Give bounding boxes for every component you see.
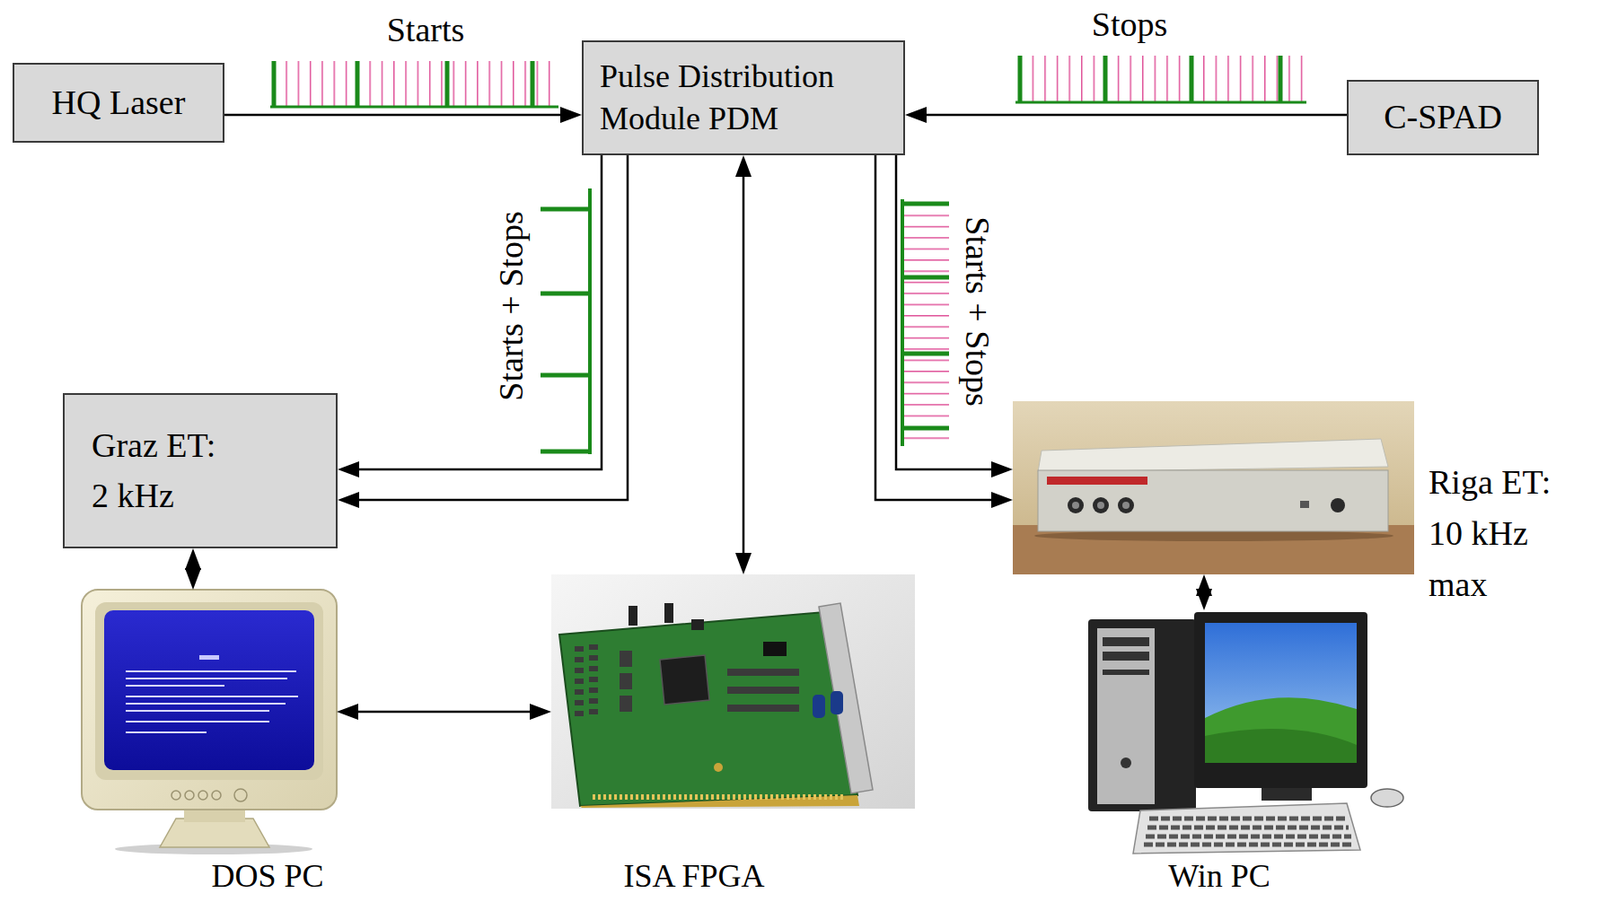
arrow-head bbox=[1195, 574, 1213, 597]
connector-arrow bbox=[184, 548, 202, 590]
signal-label: Starts + Stops bbox=[958, 216, 996, 406]
arrow-head bbox=[336, 703, 359, 721]
arrow-head bbox=[735, 553, 752, 575]
connector-arrow bbox=[905, 106, 1347, 124]
process-box: Pulse Distribution Module PDM bbox=[581, 40, 906, 156]
signal-label: Stops bbox=[1091, 6, 1168, 44]
connector-arrow bbox=[1195, 574, 1213, 611]
fpga-card-photo bbox=[551, 574, 915, 809]
arrow-head bbox=[337, 492, 360, 509]
device-caption: ISA FPGA bbox=[623, 860, 765, 895]
signal-label: Starts + Stops bbox=[492, 210, 531, 401]
arrow-head bbox=[735, 155, 752, 177]
connector-line bbox=[352, 155, 628, 501]
arrow-head bbox=[184, 548, 202, 571]
process-box: C-SPAD bbox=[1346, 79, 1539, 156]
box-label: Graz ET: 2 kHz bbox=[91, 421, 231, 520]
connector-arrow bbox=[735, 155, 752, 575]
arrow-head bbox=[991, 461, 1013, 478]
connector-line bbox=[742, 170, 746, 560]
device-caption: Riga ET: 10 kHz max bbox=[1428, 457, 1577, 611]
device-image: Win PC bbox=[1081, 610, 1414, 853]
merged-pulse-train-left bbox=[540, 188, 590, 455]
connector-line bbox=[875, 155, 998, 501]
device-image: ISA FPGA bbox=[551, 574, 915, 809]
connector-line bbox=[224, 114, 567, 117]
stop-pulse-train bbox=[1015, 55, 1307, 103]
connector-line bbox=[352, 155, 602, 470]
arrow-head bbox=[337, 461, 360, 478]
connector-line bbox=[351, 711, 537, 714]
arrow-head bbox=[560, 106, 582, 124]
arrow-head bbox=[184, 568, 202, 590]
arrow-head bbox=[529, 703, 552, 721]
connector-line bbox=[920, 114, 1347, 117]
start-pulse-train bbox=[270, 61, 559, 107]
arrow-head bbox=[991, 492, 1013, 509]
arrow-head bbox=[905, 106, 927, 124]
connector-arrow bbox=[875, 155, 1013, 509]
box-label: HQ Laser bbox=[52, 82, 186, 124]
device-image: DOS PC bbox=[81, 589, 337, 853]
device-caption: DOS PC bbox=[210, 860, 324, 895]
connector-arrow bbox=[336, 703, 552, 721]
connector-arrow bbox=[224, 106, 582, 124]
crt-monitor-illustration bbox=[81, 589, 337, 855]
device-image: Riga ET: 10 kHz max bbox=[1012, 401, 1415, 575]
device-caption: Win PC bbox=[1168, 860, 1271, 895]
connector-arrow bbox=[896, 155, 1013, 478]
process-box: HQ Laser bbox=[12, 62, 225, 143]
event-timer-photo bbox=[1012, 401, 1415, 575]
connector-line bbox=[896, 155, 998, 470]
process-box: Graz ET: 2 kHz bbox=[62, 393, 338, 549]
merged-pulse-train-right bbox=[902, 199, 950, 447]
box-label: Pulse Distribution Module PDM bbox=[599, 55, 888, 141]
connector-arrow bbox=[337, 155, 628, 509]
box-label: C-SPAD bbox=[1383, 96, 1503, 139]
signal-label: Starts bbox=[386, 11, 466, 50]
windows-pc-illustration bbox=[1088, 612, 1404, 854]
connector-arrow bbox=[337, 155, 602, 478]
